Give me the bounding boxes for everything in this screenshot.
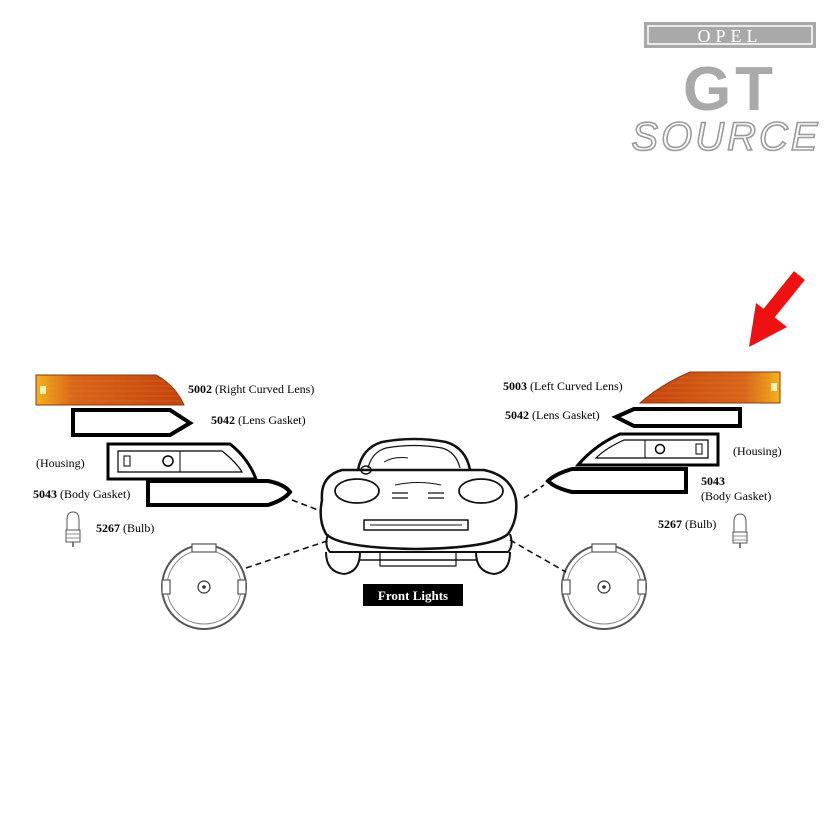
label-5043-right-number: 5043 (701, 474, 725, 488)
label-5002: 5002 (Right Curved Lens) (188, 382, 314, 396)
left-headlight-image (161, 543, 247, 630)
label-5043-left: 5043 (Body Gasket) (33, 487, 130, 501)
caption-box (363, 584, 463, 606)
label-5042-right: 5042 (Lens Gasket) (505, 408, 600, 422)
leader-lines (245, 484, 567, 573)
right-body-gasket-image (545, 467, 688, 494)
caption-front-lights: Front Lights (378, 588, 448, 603)
left-parts-group (35, 374, 293, 630)
right-bulb-icon (732, 513, 748, 548)
left-bulb-icon (65, 511, 81, 547)
label-5267-left: 5267 (Bulb) (96, 521, 154, 535)
left-body-gasket-image (146, 479, 293, 507)
right-lens-gasket-image (611, 407, 742, 428)
label-5003: 5003 (Left Curved Lens) (503, 379, 623, 393)
left-curved-lens-image (638, 371, 781, 404)
left-housing-image (106, 442, 259, 481)
car-front-view-image (319, 437, 518, 575)
logo-opel-plate-inner (647, 25, 813, 45)
label-5267-right: 5267 (Bulb) (658, 517, 716, 531)
label-5043-right-desc: (Body Gasket) (701, 489, 771, 503)
logo-gt-text: GT (683, 55, 777, 124)
left-lens-gasket-image (71, 408, 194, 437)
right-headlight-image (561, 543, 647, 630)
right-parts-group (545, 371, 781, 630)
logo-source-text: SOURCE (631, 115, 820, 159)
label-housing-left: (Housing) (36, 456, 85, 470)
right-housing-image (574, 432, 720, 467)
right-curved-lens-image (35, 374, 185, 406)
red-arrow-icon (749, 271, 805, 347)
label-5042-left: 5042 (Lens Gasket) (211, 413, 306, 427)
label-housing-right: (Housing) (733, 444, 782, 458)
opel-gt-source-logo: OPEL GT SOURCE (631, 22, 820, 160)
logo-opel-text: OPEL (698, 26, 763, 46)
